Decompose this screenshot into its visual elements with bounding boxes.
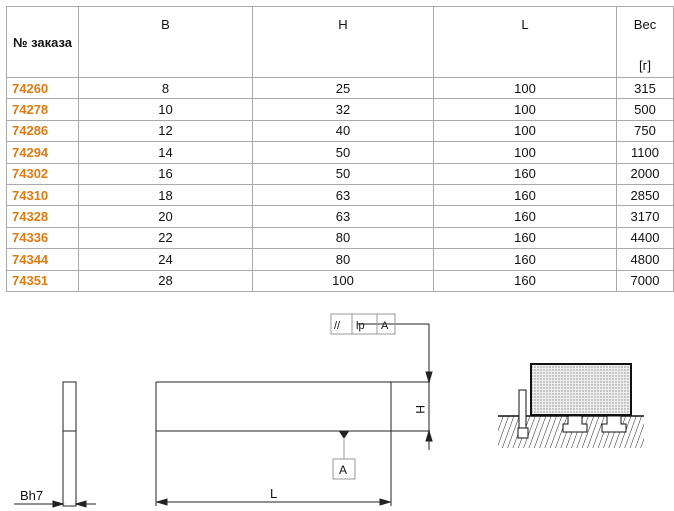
side-view [14,381,96,508]
header-l: L [521,17,529,32]
header-weight: Вес [633,17,657,32]
cell-weight: 2850 [616,183,674,207]
cell-h: 50 [252,141,434,164]
cell-l: 100 [433,98,617,121]
cell-h: 63 [252,183,434,207]
cell-b: 18 [78,183,253,207]
cell-weight: 315 [616,76,674,100]
cell-h: 32 [252,98,434,121]
cell-weight: 500 [616,98,674,121]
order-number: 74260 [6,76,79,100]
tolerance-datum: A [381,320,389,332]
cell-h: 50 [252,162,434,185]
cell-h: 80 [252,226,434,250]
cell-b: 24 [78,248,253,271]
cell-b: 28 [78,269,253,292]
cell-weight: 1100 [616,141,674,164]
cell-weight: 2000 [616,162,674,185]
front-view [155,313,433,506]
cell-b: 14 [78,141,253,164]
order-number: 74278 [6,98,79,121]
header-weight-unit: [г] [639,58,651,73]
cell-l: 100 [433,76,617,100]
technical-drawing: Bh7 // lp A A H L [14,313,644,508]
cell-l: 160 [433,226,617,250]
order-number: 74344 [6,248,79,271]
order-number: 74310 [6,183,79,207]
tolerance-value: lp [356,320,365,332]
setup-illustration [498,363,644,448]
cell-l: 160 [433,248,617,271]
order-number: 74351 [6,269,79,292]
cell-h: 40 [252,119,434,143]
cell-l: 160 [433,162,617,185]
order-number: 74294 [6,141,79,164]
order-number: 74336 [6,226,79,250]
datum-label: A [339,463,347,477]
order-number: 74328 [6,205,79,228]
cell-h: 25 [252,76,434,100]
cell-weight: 3170 [616,205,674,228]
cell-l: 160 [433,269,617,292]
header-h: H [338,17,348,32]
tolerance-symbol: // [334,320,341,332]
cell-l: 100 [433,119,617,143]
header-order: № заказа [6,6,79,78]
cell-b: 16 [78,162,253,185]
cell-weight: 7000 [616,269,674,292]
cell-h: 80 [252,248,434,271]
cell-weight: 4400 [616,226,674,250]
cell-b: 12 [78,119,253,143]
dim-h-label: H [413,405,427,414]
cell-l: 160 [433,205,617,228]
cell-b: 8 [78,76,253,100]
cell-b: 10 [78,98,253,121]
header-b: B [161,17,170,32]
order-number: 74302 [6,162,79,185]
cell-h: 100 [252,269,434,292]
cell-l: 160 [433,183,617,207]
cell-weight: 750 [616,119,674,143]
cell-b: 22 [78,226,253,250]
cell-h: 63 [252,205,434,228]
dim-l-label: L [270,486,277,501]
order-number: 74286 [6,119,79,143]
cell-l: 100 [433,141,617,164]
cell-weight: 4800 [616,248,674,271]
cell-b: 20 [78,205,253,228]
dim-b-label: Bh7 [20,488,43,503]
